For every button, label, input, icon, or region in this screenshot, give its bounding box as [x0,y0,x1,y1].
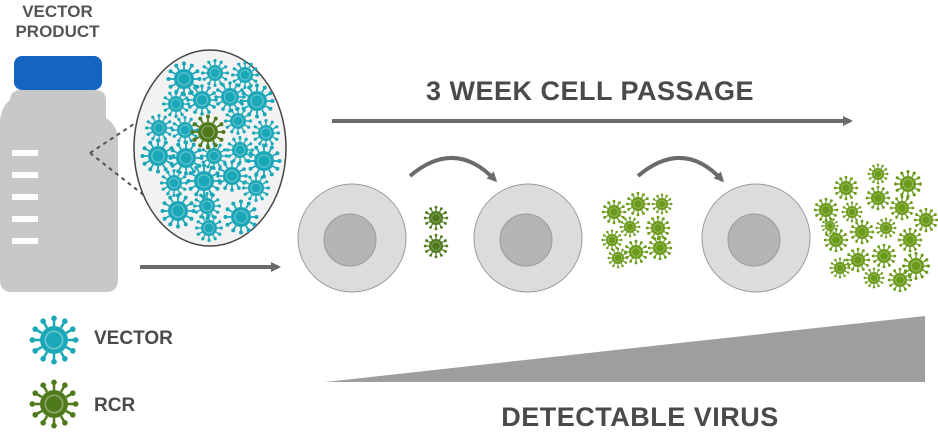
bottle-graduations [12,150,38,244]
rcr-virus-icon [833,175,859,201]
vector-virus-icon [193,192,221,220]
rcr-virus-icon [623,239,649,265]
vector-virus-icon [171,116,199,144]
rcr-virus-icon [887,267,913,293]
rcr-virus-icon [625,191,651,217]
rcr-cluster-1 [423,205,449,259]
rcr-cluster-3 [813,163,938,293]
rcr-virus-icon [619,216,641,238]
legend-rcr-label: RCR [94,395,136,416]
vector-virus-icon [223,199,259,235]
legend-vector-label: VECTOR [94,328,173,349]
rcr-virus-icon [867,163,889,185]
rcr-virus-icon [865,185,891,211]
legend-icons [29,315,79,429]
rcr-virus-icon [889,195,915,221]
vector-bottle-icon [0,56,118,292]
rcr-virus-icon [645,215,671,241]
rcr-virus-icon [813,197,839,223]
vector-virus-icon [140,138,176,174]
rcr-virus-icon [894,170,923,198]
rcr-virus-icon [651,193,673,215]
rcr-virus-icon [821,217,839,235]
cell-1 [297,183,407,293]
rcr-cluster-2 [601,191,673,269]
rcr-virus-icon [607,247,629,269]
cell-2 [473,183,583,293]
rcr-virus-icon [601,229,623,251]
vector-virus-icon [246,143,282,179]
legend-vector-icon [29,315,79,365]
rcr-virus-icon [913,207,938,233]
curved-arrow-1 [408,155,498,183]
rcr-virus-icon [829,257,851,279]
curved-arrow-2 [636,155,725,183]
rcr-virus-icon [845,247,871,273]
vector-virus-icon [252,119,280,147]
rcr-virus-icon [423,233,449,259]
vector-virus-icon [162,90,190,118]
rcr-virus-icon [190,114,226,150]
vector-virus-icon [195,214,223,242]
rcr-virus-icon [875,217,897,239]
rcr-virus-icon [849,219,875,245]
vector-virus-icon [186,163,222,199]
detectable-virus-wedge [325,316,925,382]
legend-rcr-icon [29,379,79,429]
vector-virus-icon [216,160,248,192]
rcr-virus-icon [841,201,863,223]
vector-virus-icon [160,169,188,197]
cell-passage-label: 3 WEEK CELL PASSAGE [425,76,755,106]
bottle-cap [14,56,102,90]
cell-3 [701,183,811,293]
vector-virus-icon [214,81,246,113]
rcr-virus-icon [897,227,923,253]
rcr-virus-icon [871,243,897,269]
rcr-virus-icon [647,235,673,261]
rcr-virus-icon [601,199,627,225]
detectable-virus-label: DETECTABLE VIRUS [501,402,779,432]
vector-virus-icon [226,136,254,164]
rcr-virus-icon [863,267,885,289]
vector-virus-icon [242,174,270,202]
vector-virus-icon [239,83,275,119]
ellipse-viruses [140,59,282,242]
vector-virus-icon [160,193,196,229]
bottle-body [0,90,118,292]
vector-virus-icon [224,107,252,135]
vector-virus-icon [186,84,218,116]
vector-product-label: VECTOR PRODUCT [15,2,100,41]
rcr-virus-icon [423,205,449,231]
